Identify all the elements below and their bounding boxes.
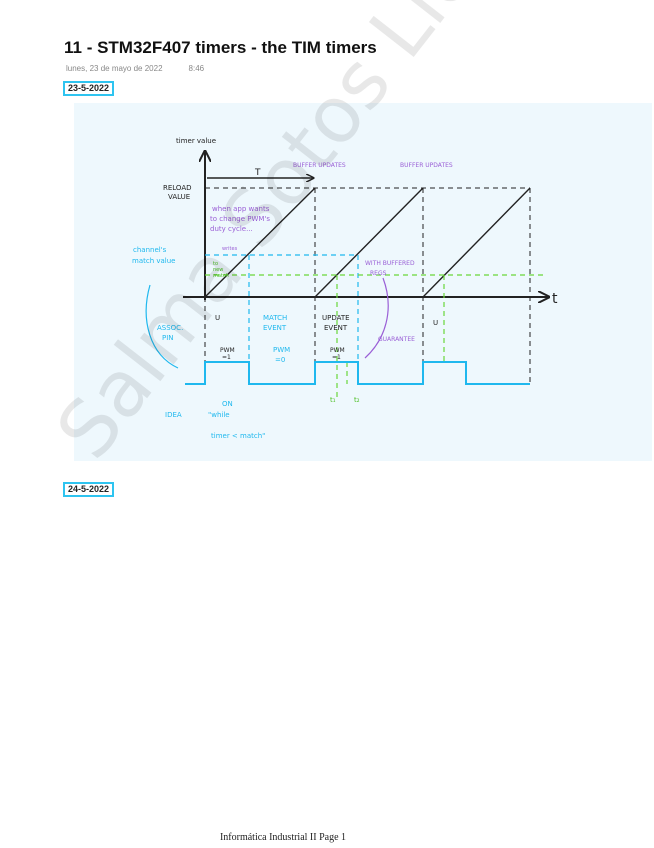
u-label: U bbox=[433, 319, 438, 327]
pwm-waveform bbox=[185, 361, 530, 385]
t1-label: t₁ bbox=[330, 396, 336, 404]
page-footer: Informática Industrial II Page 1 bbox=[219, 832, 347, 843]
to-new-match: to bbox=[213, 261, 218, 267]
to-new-match: match bbox=[213, 273, 229, 279]
app-note: duty cycle... bbox=[210, 225, 253, 233]
buffer-updates-label: BUFFER UPDATES bbox=[293, 162, 346, 169]
idea-label: IDEA bbox=[165, 411, 182, 419]
page-title: 11 - STM32F407 timers - the TIM timers bbox=[64, 38, 377, 57]
section-date-tag: 23-5-2022 bbox=[63, 81, 115, 96]
match-value-label: channel's bbox=[133, 246, 167, 254]
assoc-pin-label: PIN bbox=[162, 334, 174, 342]
match-event-label: EVENT bbox=[263, 324, 287, 332]
writes-label: writes bbox=[222, 246, 238, 252]
buffered-label: WITH BUFFERED bbox=[365, 260, 415, 267]
u-label: U bbox=[215, 314, 220, 322]
idea-while: "while bbox=[208, 411, 230, 419]
buffer-updates-label: BUFFER UPDATES bbox=[400, 162, 453, 169]
assoc-pin-arrow bbox=[145, 284, 179, 369]
pwm-label: PWM bbox=[273, 346, 290, 354]
to-new-match: new bbox=[213, 267, 223, 273]
page-date: lunes, 23 de mayo de 2022 bbox=[66, 64, 163, 73]
reload-label: VALUE bbox=[168, 193, 190, 201]
app-note: when app wants bbox=[212, 205, 270, 213]
ramp bbox=[422, 187, 531, 298]
period-label: T bbox=[254, 168, 261, 178]
app-note: to change PWM's bbox=[210, 215, 270, 223]
update-event-label: UPDATE bbox=[322, 314, 350, 322]
update-event-label: EVENT bbox=[324, 324, 348, 332]
pwm-label: =1 bbox=[222, 354, 231, 361]
guarantee-arrow bbox=[364, 277, 389, 359]
t2-label: t₂ bbox=[354, 396, 360, 404]
idea-condition: timer < match" bbox=[211, 432, 265, 440]
section-date-tag: 24-5-2022 bbox=[63, 482, 115, 497]
match-value-label: match value bbox=[132, 257, 175, 265]
idea-on: ON bbox=[222, 400, 233, 408]
timer-diagram: timer value t T RELOAD VALUE U U UPDATE … bbox=[132, 137, 558, 440]
page-time: 8:46 bbox=[188, 64, 205, 73]
pwm-label: =0 bbox=[275, 356, 285, 364]
reload-label: RELOAD bbox=[163, 184, 192, 192]
pwm-label: PWM bbox=[330, 347, 345, 354]
guarantee-label: GUARANTEE bbox=[378, 336, 415, 343]
page-meta: lunes, 23 de mayo de 2022 8:46 bbox=[66, 64, 230, 73]
pwm-label: PWM bbox=[220, 347, 235, 354]
ramp bbox=[204, 187, 316, 298]
drawing-panel: timer value t T RELOAD VALUE U U UPDATE … bbox=[74, 103, 652, 461]
ramp bbox=[314, 187, 424, 298]
x-axis-label: t bbox=[552, 291, 558, 307]
match-event-label: MATCH bbox=[263, 314, 287, 322]
assoc-pin-label: ASSOC. bbox=[157, 324, 183, 332]
pwm-label: =1 bbox=[332, 354, 341, 361]
y-axis-label: timer value bbox=[176, 137, 216, 145]
buffered-label: REGS bbox=[370, 270, 387, 277]
